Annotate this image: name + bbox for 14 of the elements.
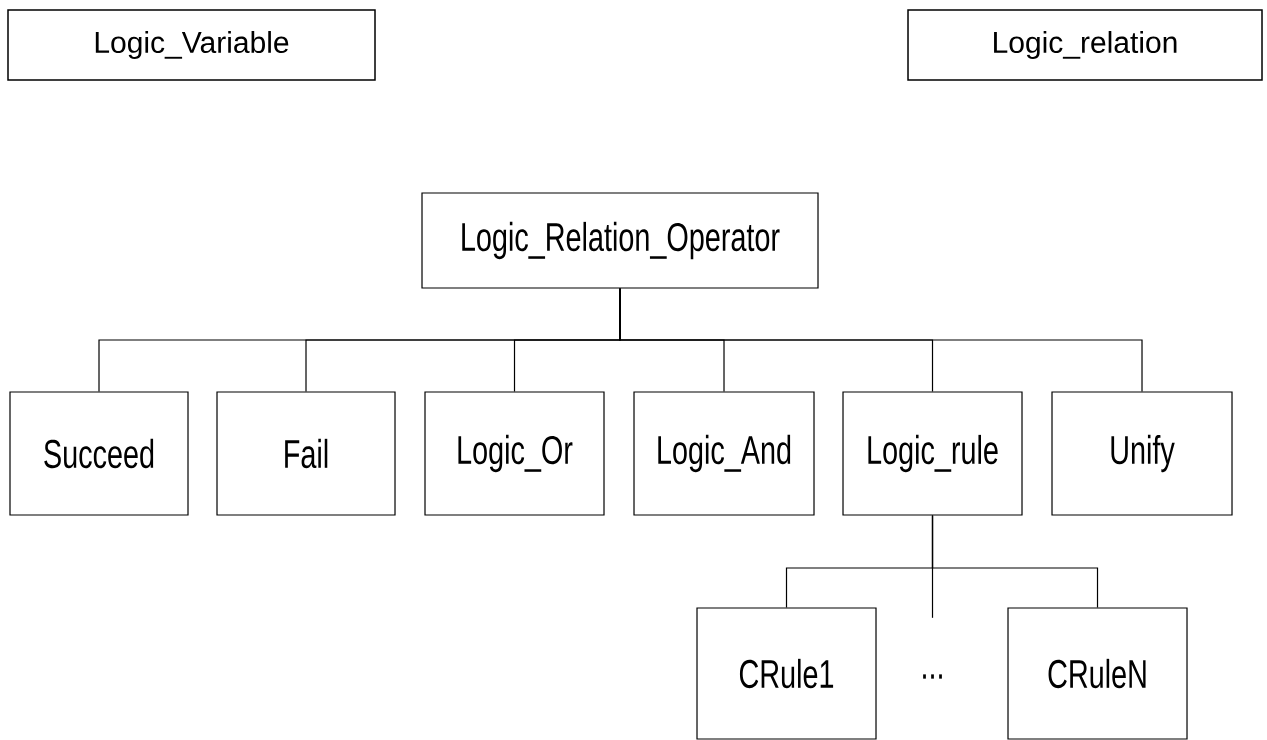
class-box: CRule1 xyxy=(696,607,877,740)
class-box: Unify xyxy=(1051,391,1233,516)
class-box: CRuleN xyxy=(1007,607,1188,740)
class-box: Logic_And xyxy=(633,391,815,516)
class-box: Fail xyxy=(216,391,396,516)
class-box: Succeed xyxy=(9,391,189,516)
title-box: Logic_relation xyxy=(907,9,1263,81)
connector-line xyxy=(931,515,1099,608)
title-box: Logic_Variable xyxy=(7,9,376,81)
class-box: Logic_Relation_Operator xyxy=(421,192,819,289)
connector-line xyxy=(619,288,1143,392)
class-box: Logic_Or xyxy=(424,391,605,516)
class-box: Logic_rule xyxy=(842,391,1023,516)
ellipsis-text: ... xyxy=(923,674,942,679)
